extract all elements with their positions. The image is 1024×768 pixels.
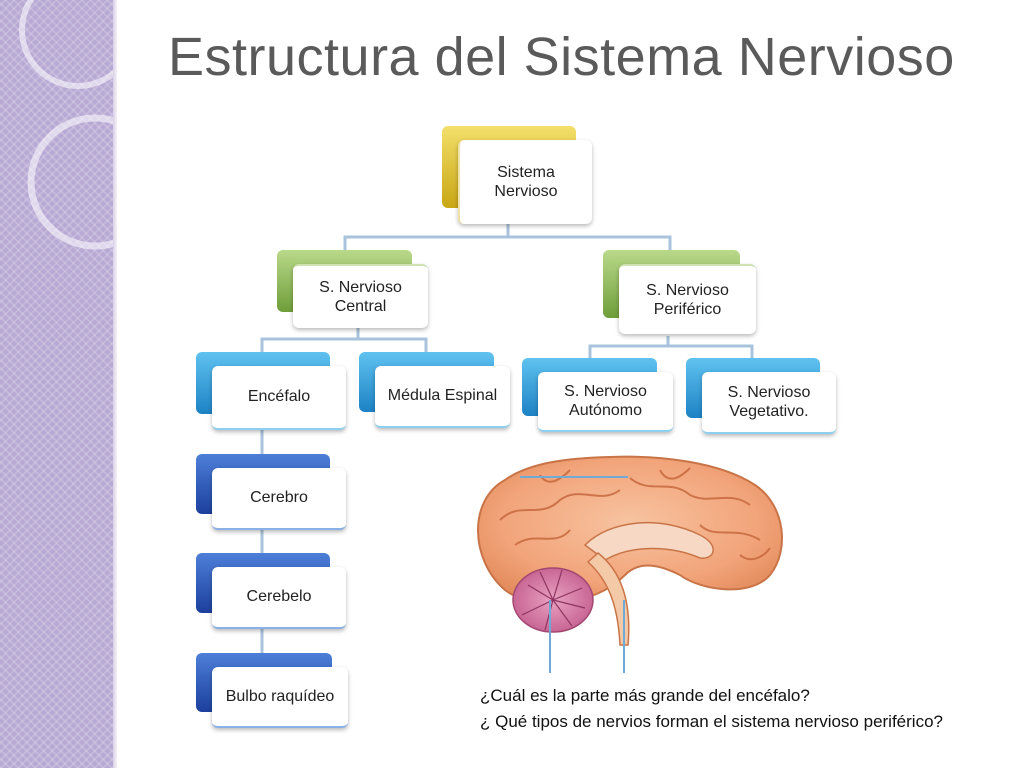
node-label: Cerebelo (212, 567, 346, 629)
node-label: Encéfalo (212, 366, 346, 430)
node-label: Bulbo raquídeo (212, 667, 348, 728)
node-label: Médula Espinal (375, 366, 510, 428)
node-sistema-nervioso-autonomo: S. Nervioso Autónomo (522, 358, 673, 432)
question-1: ¿Cuál es la parte más grande del encéfal… (480, 686, 810, 705)
node-sistema-nervioso-central: S. Nervioso Central (277, 250, 428, 328)
sidebar-rings (19, 0, 113, 250)
node-label: S. Nervioso Central (293, 264, 428, 328)
question-2: ¿ Qué tipos de nervios forman el sistema… (480, 712, 943, 731)
node-label: S. Nervioso Vegetativo. (702, 372, 836, 434)
decorative-sidebar (0, 0, 113, 768)
node-sistema-nervioso-vegetativo: S. Nervioso Vegetativo. (686, 358, 836, 434)
node-label: S. Nervioso Periférico (619, 264, 756, 334)
node-medula-espinal: Médula Espinal (359, 352, 510, 428)
node-cerebro: Cerebro (196, 454, 346, 530)
node-encefalo: Encéfalo (196, 352, 346, 430)
questions-block: ¿Cuál es la parte más grande del encéfal… (480, 683, 943, 735)
node-label: Cerebro (212, 468, 346, 530)
node-label: S. Nervioso Autónomo (538, 372, 673, 432)
slide-title: Estructura del Sistema Nervioso (168, 27, 955, 87)
node-sistema-nervioso-periferico: S. Nervioso Periférico (603, 250, 756, 334)
node-cerebelo: Cerebelo (196, 553, 346, 629)
sidebar-edge (113, 0, 117, 768)
node-bulbo-raquideo: Bulbo raquídeo (196, 653, 348, 728)
node-label: Sistema Nervioso (458, 140, 592, 224)
node-sistema-nervioso: Sistema Nervioso (442, 126, 592, 224)
